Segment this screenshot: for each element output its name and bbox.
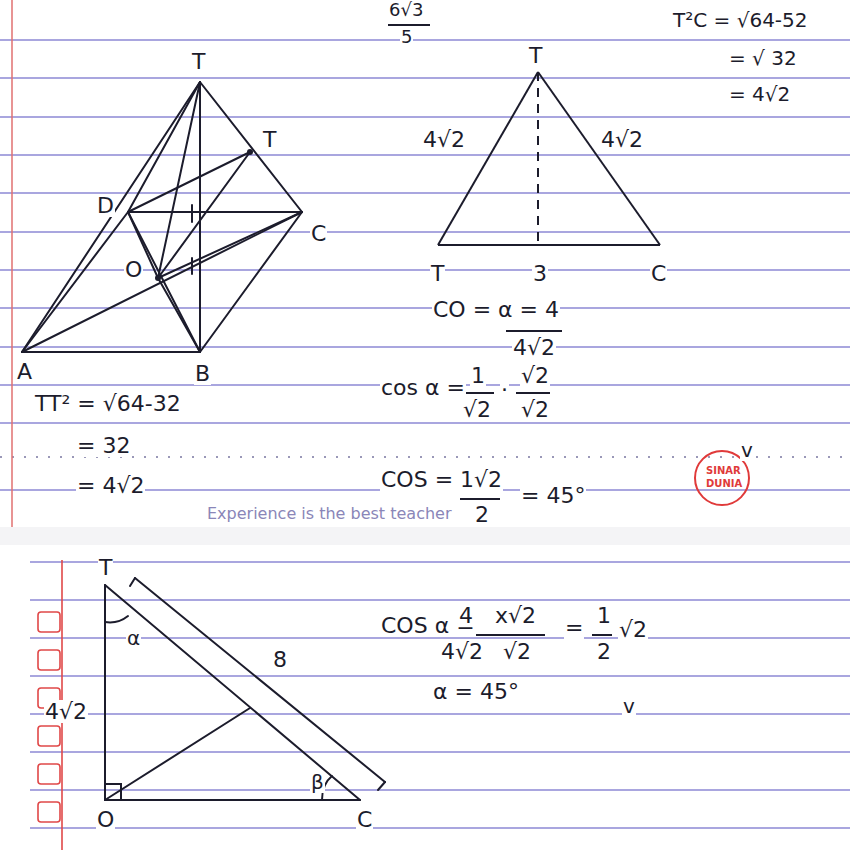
math-text: √2 xyxy=(618,618,648,641)
fraction-part: 1 xyxy=(470,364,486,387)
vertex-label: T xyxy=(528,44,543,67)
math-text: = xyxy=(564,616,584,639)
fraction-part: √2 xyxy=(502,640,532,663)
fraction-part: 4 xyxy=(458,604,474,627)
vertex-label: C xyxy=(356,808,373,831)
math-text: · xyxy=(500,378,509,401)
side-length: 3 xyxy=(532,262,548,285)
math-text: COS = 1√2 xyxy=(380,468,503,491)
math-text: α = 45° xyxy=(432,680,520,703)
fraction-part: 2 xyxy=(596,640,612,663)
watermark-text: Experience is the best teacher xyxy=(206,506,453,523)
fraction-part: 4√2 xyxy=(512,336,556,359)
check-mark: v xyxy=(622,696,636,717)
math-text: = 4√2 xyxy=(76,474,145,497)
fraction-part: 5 xyxy=(400,28,413,47)
side-length: 4√2 xyxy=(422,128,466,151)
math-text: cos α = xyxy=(380,376,466,399)
math-text: = 32 xyxy=(76,434,131,457)
math-text: T²C = √64-52 xyxy=(672,10,809,31)
stamp-text: SINAR xyxy=(705,466,742,477)
vertex-label: O xyxy=(96,808,115,831)
fraction-part: 4√2 xyxy=(440,640,484,663)
vertex-label: T xyxy=(262,128,277,151)
math-text: TT² = √64-32 xyxy=(34,392,182,415)
math-text: CO = α = 4 xyxy=(432,298,560,321)
side-length: 8 xyxy=(272,648,288,671)
fraction-part: √2 xyxy=(520,364,550,387)
vertex-label: T xyxy=(191,50,206,73)
vertex-label: B xyxy=(194,362,211,385)
fraction-part: 6√3 xyxy=(388,1,424,20)
angle-label: α xyxy=(126,628,141,649)
vertex-label: T xyxy=(98,556,113,579)
math-text: = 4√2 xyxy=(728,84,791,105)
vertex-label: T xyxy=(430,262,445,285)
vertex-label: O xyxy=(124,258,143,281)
stamp-text: DUNIA xyxy=(705,479,743,490)
side-length: 4√2 xyxy=(600,128,644,151)
angle-label: β xyxy=(310,772,325,793)
math-text: = 45° xyxy=(520,484,586,507)
check-mark: v xyxy=(740,440,754,461)
math-text: = √ 32 xyxy=(728,48,798,69)
fraction-part: 1 xyxy=(596,604,612,627)
vertex-label: A xyxy=(16,360,33,383)
vertex-label: C xyxy=(310,222,327,245)
fraction-part: x√2 xyxy=(494,604,537,627)
fraction-part: 2 xyxy=(474,503,490,526)
fraction-part: √2 xyxy=(462,398,492,421)
fraction-part: √2 xyxy=(520,398,550,421)
vertex-label: C xyxy=(650,262,667,285)
side-length: 4√2 xyxy=(44,700,88,723)
vertex-label: D xyxy=(96,194,115,217)
